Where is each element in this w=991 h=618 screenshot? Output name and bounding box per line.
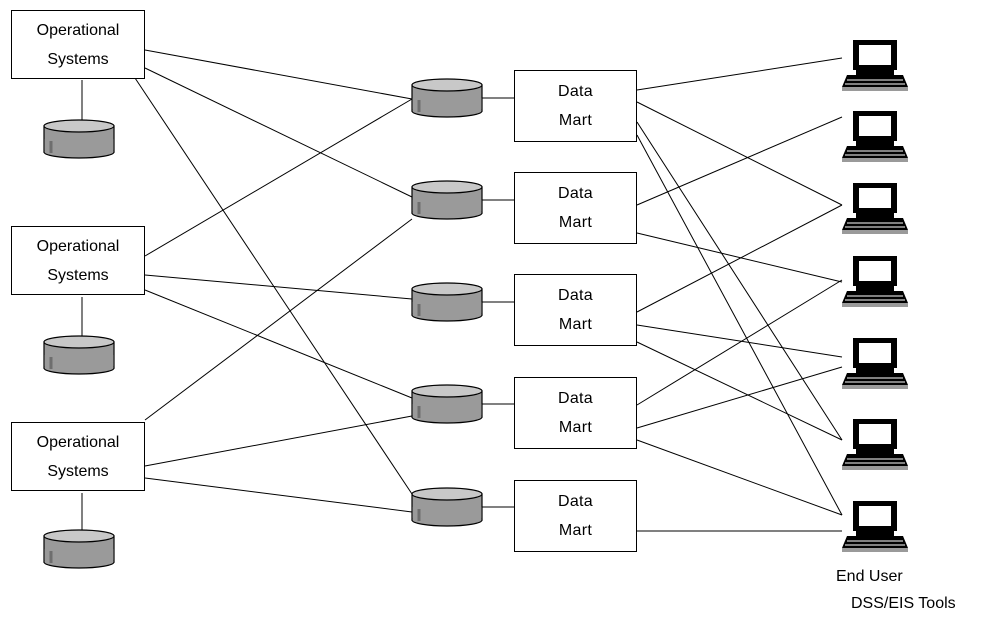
operational-systems-label: Systems bbox=[47, 50, 109, 68]
connector-line bbox=[636, 204, 843, 313]
connector-line bbox=[144, 98, 413, 257]
data-mart-label: Mart bbox=[558, 112, 593, 129]
connector-line bbox=[636, 366, 843, 429]
operational-systems-label: Operational bbox=[36, 21, 120, 39]
computer-terminal-icon bbox=[841, 500, 909, 553]
operational-systems-box: Operational Systems bbox=[11, 10, 145, 79]
data-mart-label: Data bbox=[558, 390, 593, 407]
operational-systems-label: Systems bbox=[47, 462, 109, 480]
operational-systems-box: Operational Systems bbox=[11, 226, 145, 295]
data-mart-label: Mart bbox=[558, 522, 593, 539]
connector-line bbox=[636, 116, 843, 206]
connector-line bbox=[144, 415, 413, 467]
connector-lines bbox=[81, 49, 843, 533]
connector-line bbox=[636, 134, 843, 516]
database-cylinder-icon bbox=[410, 77, 484, 119]
connector-line bbox=[636, 101, 843, 206]
computer-terminal-icon bbox=[841, 182, 909, 235]
connector-line bbox=[636, 121, 843, 441]
data-mart-box: Data Mart bbox=[514, 70, 637, 142]
data-mart-box: Data Mart bbox=[514, 377, 637, 449]
connector-line bbox=[144, 49, 413, 100]
database-cylinder-icon bbox=[42, 528, 116, 570]
data-mart-box: Data Mart bbox=[514, 480, 637, 552]
computer-terminal-icon bbox=[841, 110, 909, 163]
operational-systems-box: Operational Systems bbox=[11, 422, 145, 491]
connector-line bbox=[636, 341, 843, 441]
operational-systems-label: Operational bbox=[36, 433, 120, 451]
data-mart-label: Data bbox=[558, 287, 593, 304]
end-user-label: End User bbox=[836, 568, 903, 585]
connector-line bbox=[144, 218, 413, 421]
computer-terminal-icon bbox=[841, 337, 909, 390]
dss-eis-tools-label: DSS/EIS Tools bbox=[851, 595, 956, 612]
connector-line bbox=[636, 57, 843, 91]
connector-line bbox=[636, 279, 843, 406]
database-cylinder-icon bbox=[42, 334, 116, 376]
connector-line bbox=[636, 232, 843, 283]
connector-line bbox=[144, 289, 413, 399]
database-cylinder-icon bbox=[42, 118, 116, 160]
data-mart-box: Data Mart bbox=[514, 172, 637, 244]
data-mart-box: Data Mart bbox=[514, 274, 637, 346]
connector-line bbox=[144, 477, 413, 513]
data-mart-label: Mart bbox=[558, 214, 593, 231]
connector-line bbox=[636, 439, 843, 516]
database-cylinder-icon bbox=[410, 179, 484, 221]
computer-terminal-icon bbox=[841, 39, 909, 92]
data-mart-label: Data bbox=[558, 83, 593, 100]
operational-systems-label: Operational bbox=[36, 237, 120, 255]
operational-systems-label: Systems bbox=[47, 266, 109, 284]
connector-line bbox=[144, 67, 413, 198]
database-cylinder-icon bbox=[410, 486, 484, 528]
data-mart-label: Mart bbox=[558, 316, 593, 333]
data-mart-label: Data bbox=[558, 185, 593, 202]
database-cylinder-icon bbox=[410, 383, 484, 425]
database-cylinder-icon bbox=[410, 281, 484, 323]
computer-terminal-icon bbox=[841, 418, 909, 471]
data-mart-label: Data bbox=[558, 493, 593, 510]
connector-line bbox=[636, 324, 843, 358]
data-mart-label: Mart bbox=[558, 419, 593, 436]
connector-line bbox=[144, 274, 413, 300]
connector-line bbox=[134, 77, 413, 495]
computer-terminal-icon bbox=[841, 255, 909, 308]
